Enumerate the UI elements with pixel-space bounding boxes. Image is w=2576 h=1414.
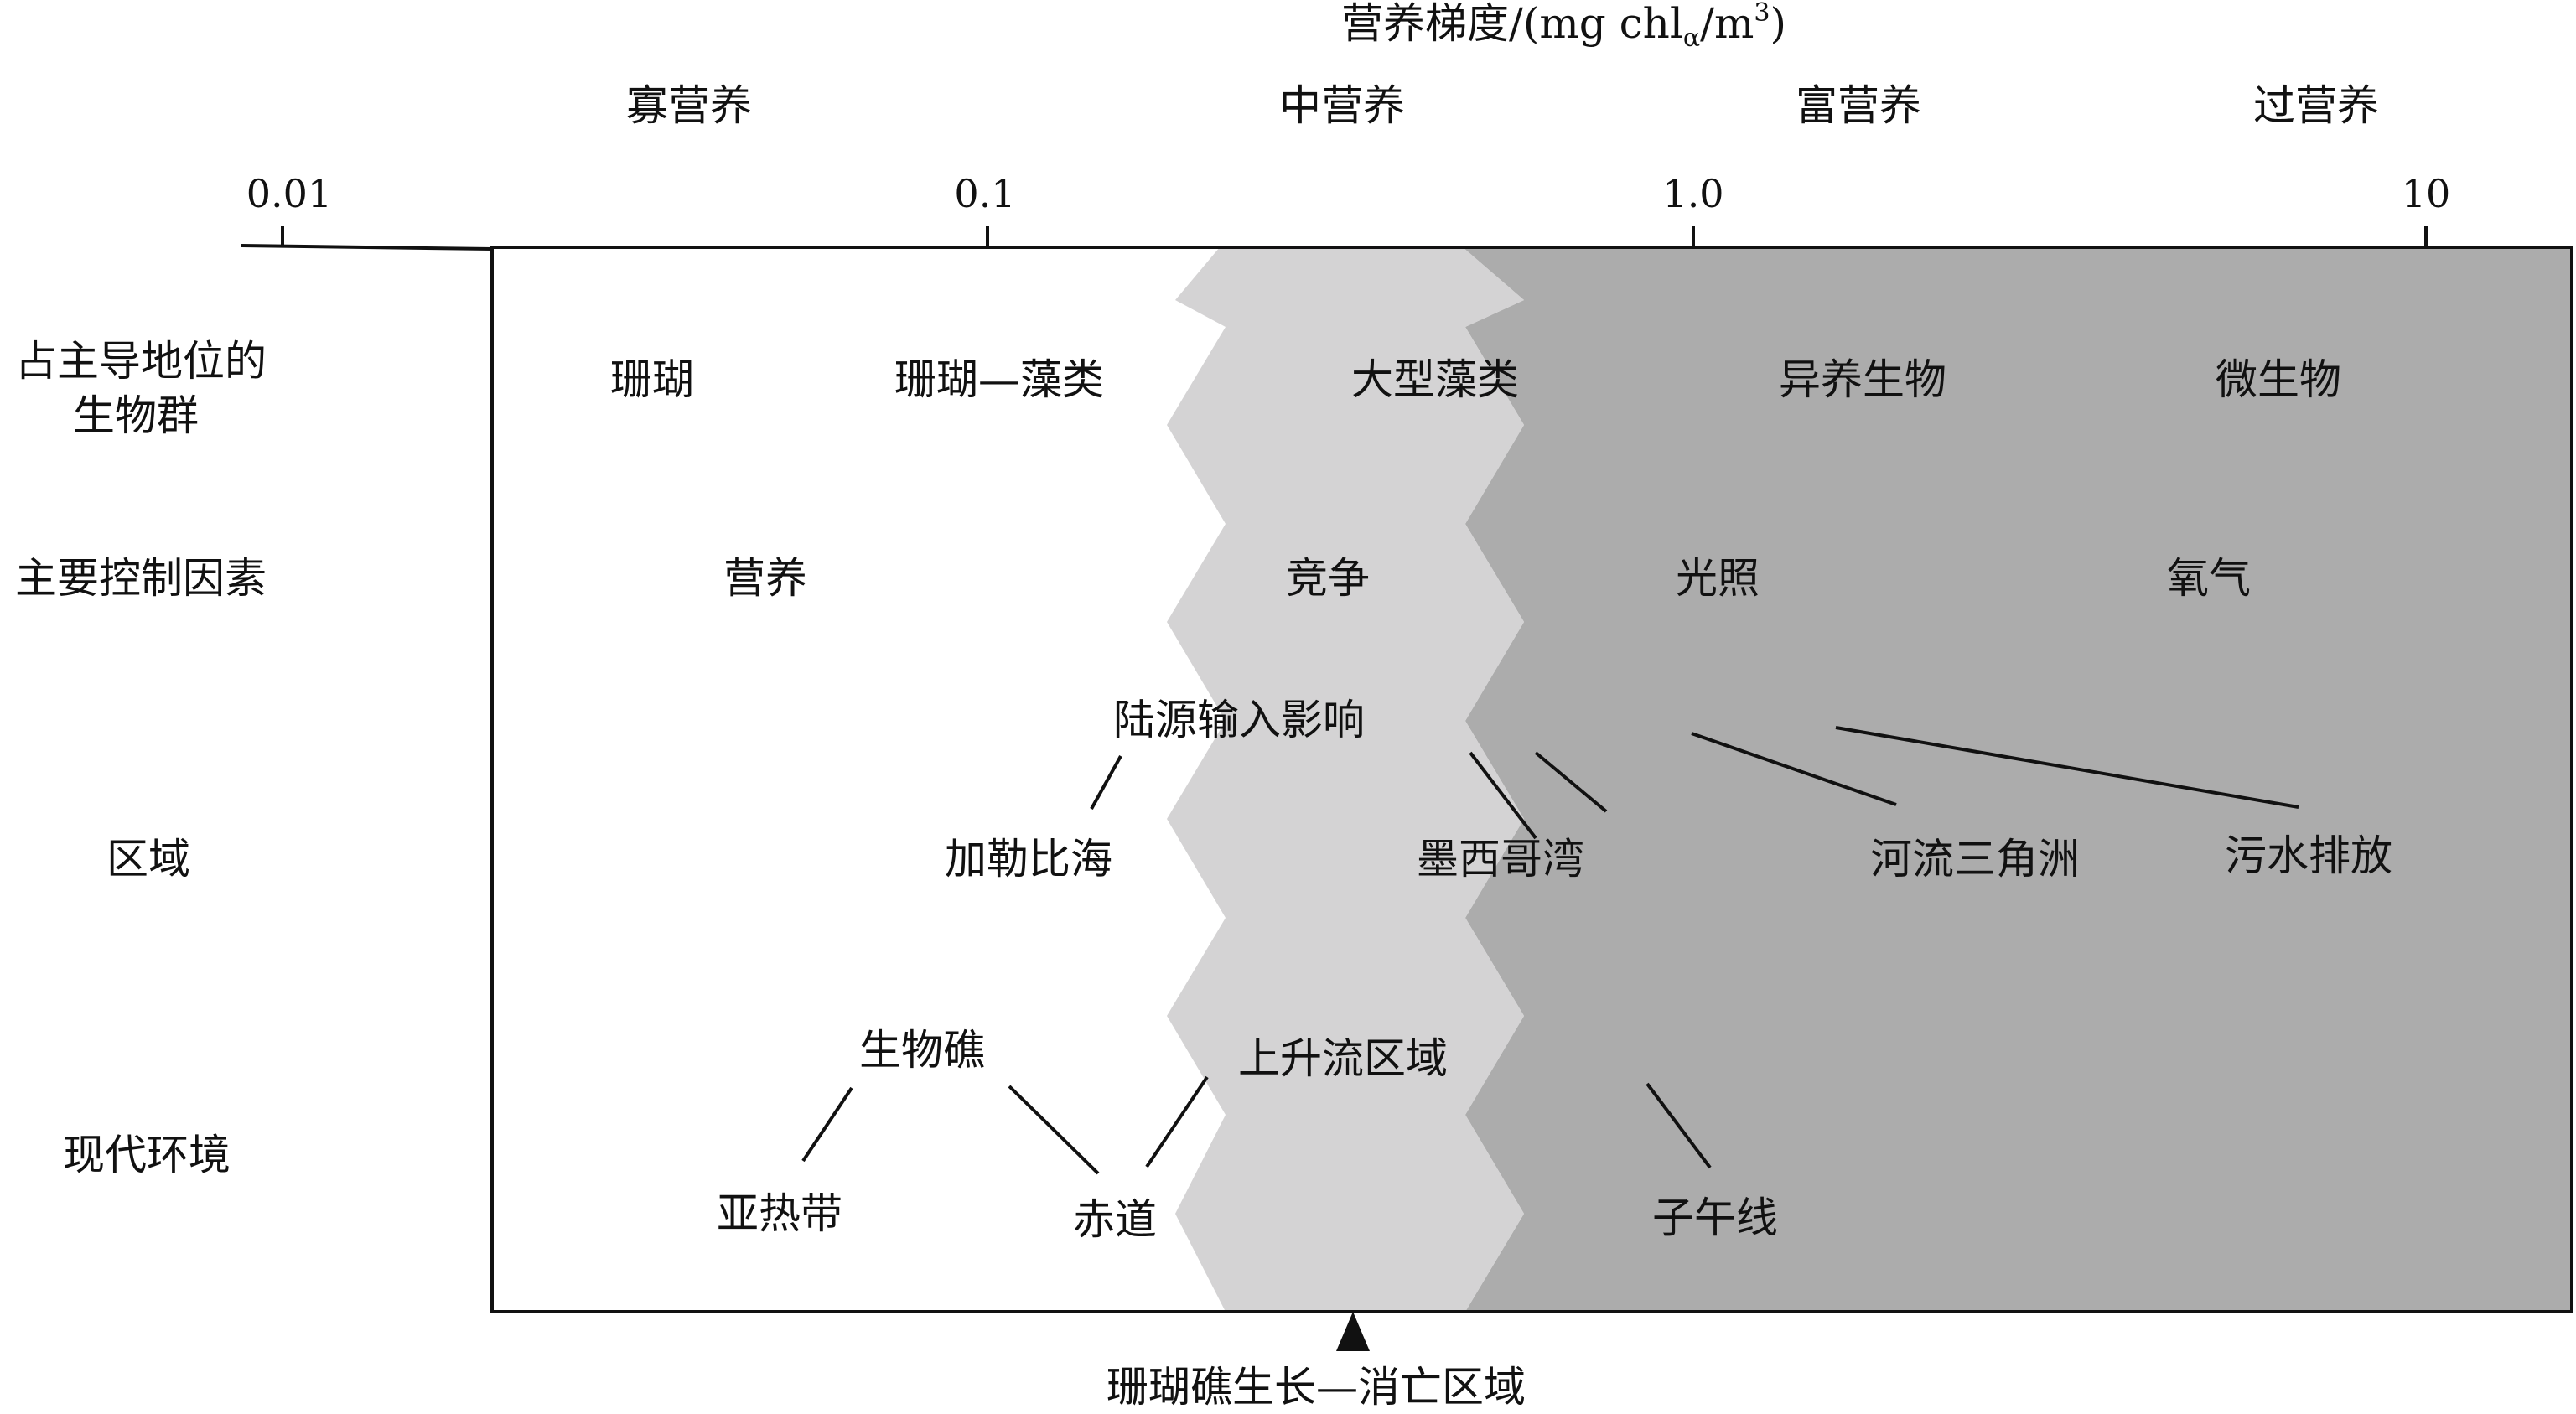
leader-line bbox=[1145, 1075, 1209, 1168]
diagram-frame bbox=[490, 246, 2573, 1313]
leader-line bbox=[801, 1086, 853, 1163]
leader-line bbox=[1008, 1085, 1100, 1175]
leader-line bbox=[1691, 732, 1897, 806]
control-oxygen: 氧气 bbox=[2167, 554, 2251, 603]
modern-subtropical: 亚热带 bbox=[717, 1189, 842, 1238]
region-sewage-discharge: 污水排放 bbox=[2225, 831, 2392, 880]
modern-equator: 赤道 bbox=[1073, 1195, 1157, 1244]
eutrophic-zone bbox=[1463, 247, 2572, 1312]
row-label-region: 区域 bbox=[106, 835, 190, 883]
leader-line bbox=[1534, 751, 1608, 813]
modern-upwelling: 上升流区域 bbox=[1238, 1034, 1448, 1083]
tick-label: 1.0 bbox=[1662, 171, 1723, 216]
axis-line bbox=[241, 244, 493, 251]
biota-coral-algae: 珊瑚—藻类 bbox=[894, 355, 1104, 404]
biota-microbes: 微生物 bbox=[2216, 355, 2341, 404]
leader-line bbox=[1090, 755, 1122, 810]
region-caribbean: 加勒比海 bbox=[945, 835, 1112, 883]
triangle-marker-icon bbox=[1336, 1312, 1370, 1351]
row-label-control: 主要控制因素 bbox=[15, 554, 267, 603]
terrigenous-input-label: 陆源输入影响 bbox=[1113, 696, 1365, 744]
trophic-level-hypertrophic: 过营养 bbox=[2253, 81, 2379, 130]
region-river-delta: 河流三角洲 bbox=[1870, 835, 2080, 883]
biota-coral: 珊瑚 bbox=[610, 355, 694, 404]
leader-line bbox=[1469, 751, 1537, 840]
biota-macroalgae: 大型藻类 bbox=[1351, 355, 1519, 404]
tick-label: 0.1 bbox=[954, 171, 1015, 216]
trophic-level-eutrophic: 富营养 bbox=[1796, 81, 1921, 130]
row-label-dominant: 生物群 bbox=[73, 391, 199, 440]
control-nutrients: 营养 bbox=[723, 554, 807, 603]
axis-title: 营养梯度/(mg chlα/m3) bbox=[1341, 0, 1786, 53]
coral-reef-growth-demise-label: 珊瑚礁生长—消亡区域 bbox=[1107, 1363, 1526, 1411]
mesotrophic-zone bbox=[1167, 247, 1524, 1312]
trophic-level-mesotrophic: 中营养 bbox=[1279, 81, 1405, 130]
control-competition: 竞争 bbox=[1286, 554, 1370, 603]
control-light: 光照 bbox=[1676, 554, 1760, 603]
region-gulf-of-mexico: 墨西哥湾 bbox=[1417, 835, 1584, 883]
trophic-level-oligotrophic: 寡营养 bbox=[626, 81, 752, 130]
tick-label: 0.01 bbox=[246, 171, 332, 216]
modern-bioreef: 生物礁 bbox=[859, 1026, 985, 1075]
modern-meridian: 子午线 bbox=[1652, 1194, 1778, 1242]
row-label-modern: 现代环境 bbox=[63, 1131, 231, 1179]
leader-line bbox=[1835, 726, 2299, 809]
leader-line bbox=[1646, 1082, 1712, 1169]
biota-heterotrophs: 异养生物 bbox=[1779, 355, 1946, 404]
tick-label: 10 bbox=[2402, 171, 2451, 216]
row-label-dominant: 占主导地位的 bbox=[15, 337, 267, 386]
